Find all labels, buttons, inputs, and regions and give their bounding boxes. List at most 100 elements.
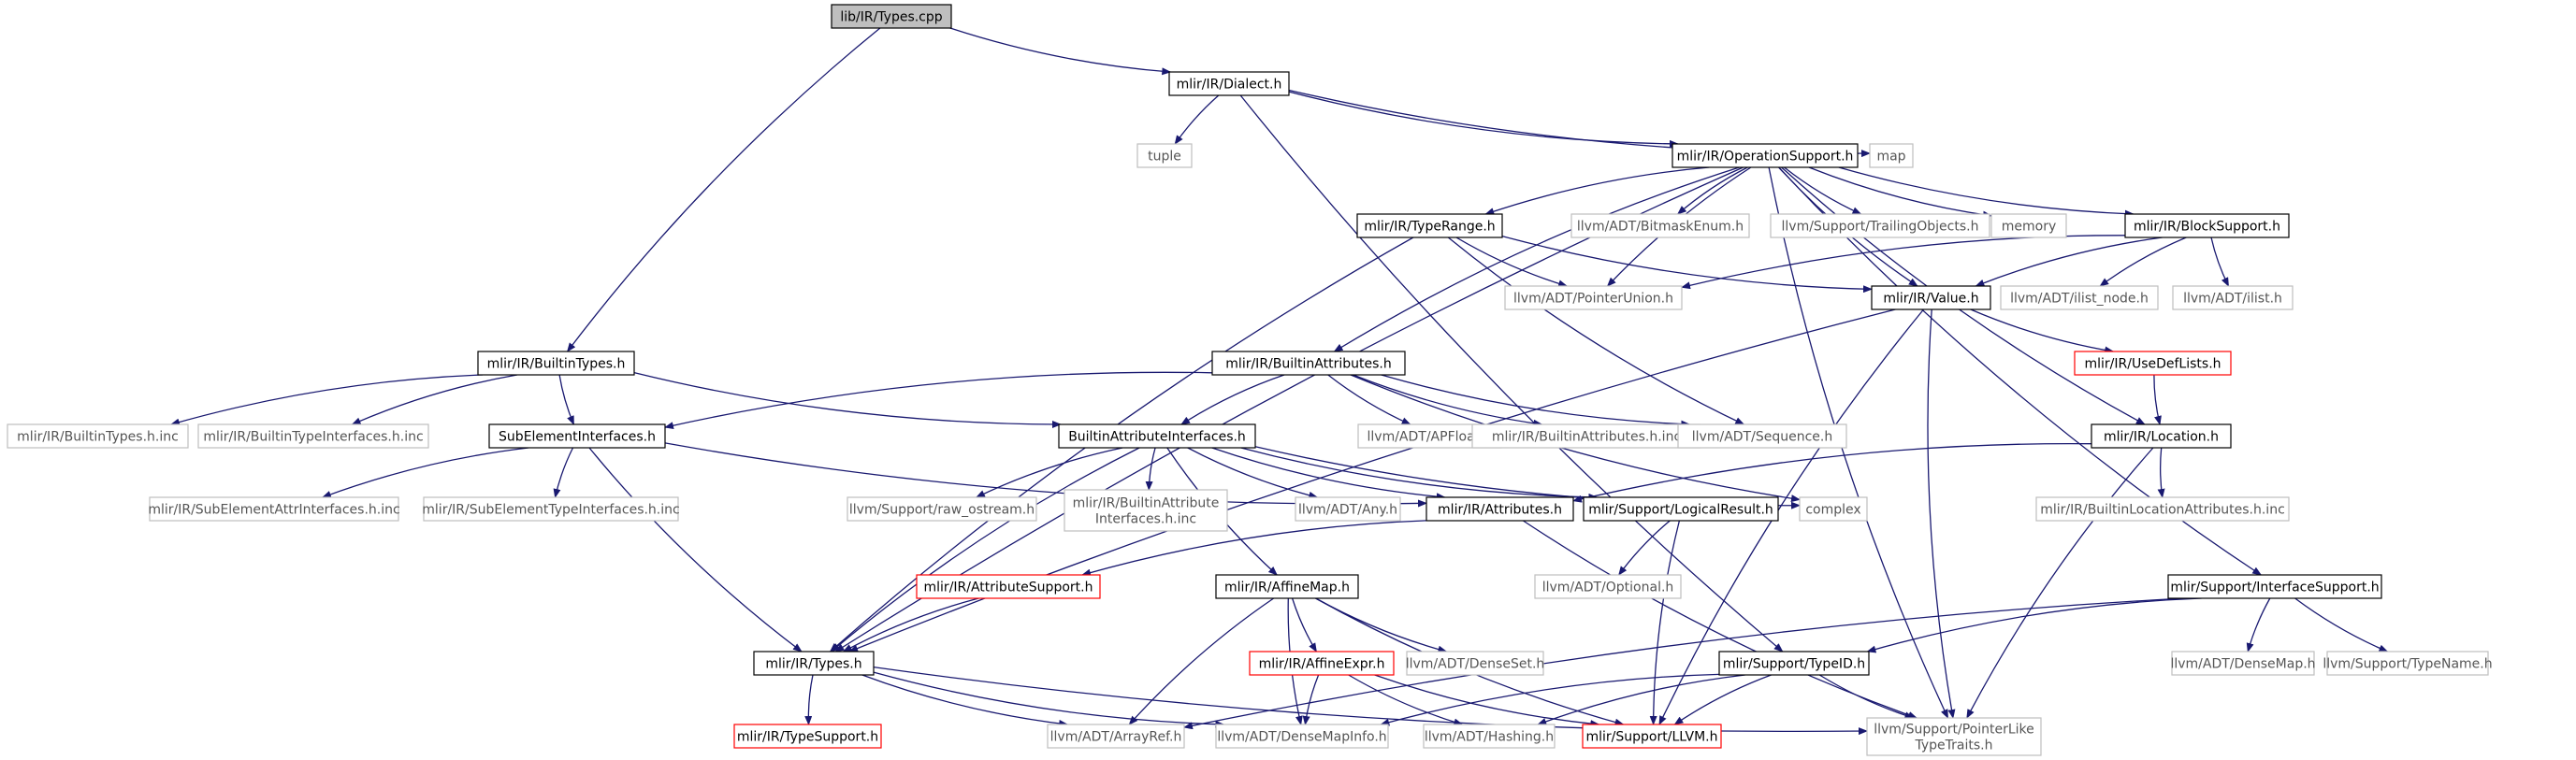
node-label: Interfaces.h.inc [1095, 512, 1196, 527]
node-logicalresult[interactable]: mlir/Support/LogicalResult.h [1583, 496, 1779, 522]
node-box [1582, 724, 1722, 749]
edge-builtinattributes-to-builtinattributeinterfaces [1180, 374, 1285, 425]
node-box [1799, 496, 1868, 522]
node-llvm_h[interactable]: mlir/Support/LLVM.h [1582, 724, 1722, 749]
node-subelementinterfaces[interactable]: SubElementInterfaces.h [488, 423, 666, 449]
node-box [1211, 351, 1406, 376]
node-label: mlir/IR/Types.h [765, 657, 861, 672]
node-builtinattributes[interactable]: mlir/IR/BuiltinAttributes.h [1211, 351, 1406, 376]
node-bitmaskenum: llvm/ADT/BitmaskEnum.h [1570, 213, 1750, 238]
node-box [1423, 724, 1556, 749]
node-builtinlocationattributes_inc: mlir/IR/BuiltinLocationAttributes.h.inc [2035, 496, 2290, 522]
node-box [2124, 213, 2290, 238]
edge-builtintypes-to-builtintypes_inc [170, 374, 484, 426]
node-location[interactable]: mlir/IR/Location.h [2091, 423, 2232, 449]
node-label: llvm/Support/PointerLike [1874, 723, 2034, 738]
node-box [1534, 574, 1682, 599]
node-box [1064, 489, 1228, 532]
node-interfacesupport[interactable]: mlir/Support/InterfaceSupport.h [2167, 574, 2382, 599]
node-box [847, 496, 1037, 522]
node-any: llvm/ADT/Any.h [1295, 496, 1401, 522]
node-box [1990, 213, 2067, 238]
node-typerange[interactable]: mlir/IR/TypeRange.h [1356, 213, 1503, 238]
edge-blocksupport-to-value [1975, 237, 2163, 287]
edge-subelementinterfaces-to-subelementtypeinterfaces_inc [553, 447, 574, 498]
node-denseset: llvm/ADT/DenseSet.h [1406, 651, 1544, 676]
node-box [1295, 496, 1401, 522]
node-box [2074, 351, 2232, 376]
edge-builtinattributes-to-apfloat [1327, 374, 1411, 425]
node-label: mlir/Support/InterfaceSupport.h [2170, 581, 2379, 595]
node-label: mlir/IR/AffineMap.h [1224, 581, 1350, 595]
node-builtinattributeinterfaces[interactable]: BuiltinAttributeInterfaces.h [1058, 423, 1256, 449]
node-builtintypes[interactable]: mlir/IR/BuiltinTypes.h [477, 351, 635, 376]
node-label: llvm/Support/TypeName.h [2323, 657, 2492, 672]
node-usedeflists[interactable]: mlir/IR/UseDefLists.h [2074, 351, 2232, 376]
edge-subelementinterfaces-to-subelementattrinterfaces_inc [321, 447, 529, 498]
edge-logicalresult-to-llvm_h [1649, 520, 1681, 725]
node-box [733, 724, 882, 749]
edge-typerange-to-sequence [1447, 237, 1745, 425]
edge-types_cpp-to-dialect [949, 27, 1172, 76]
edge-blocksupport-to-ilist [2210, 237, 2230, 287]
node-label: llvm/ADT/DenseMap.h [2170, 657, 2315, 672]
node-blocksupport[interactable]: mlir/IR/BlockSupport.h [2124, 213, 2290, 238]
edge-affineexpr-to-llvm_h [1374, 674, 1600, 728]
node-label: tuple [1148, 150, 1181, 165]
edge-types_h-to-typesupport [804, 674, 814, 725]
node-label: llvm/ADT/Hashing.h [1425, 730, 1554, 745]
node-affineexpr[interactable]: mlir/IR/AffineExpr.h [1249, 651, 1395, 676]
edge-opsupport-to-memory [1808, 166, 1992, 219]
node-label: mlir/Support/LogicalResult.h [1588, 503, 1773, 518]
edge-typerange-to-value [1501, 235, 1873, 294]
node-attributesupport[interactable]: mlir/IR/AttributeSupport.h [916, 574, 1101, 599]
node-box [1047, 724, 1185, 749]
node-attributes[interactable]: mlir/IR/Attributes.h [1425, 496, 1574, 522]
edge-attributes-to-pointerliketypetraits [1523, 520, 1918, 719]
node-opsupport[interactable]: mlir/IR/OperationSupport.h [1672, 143, 1859, 168]
node-box [477, 351, 635, 376]
node-box [1215, 724, 1389, 749]
node-types_h[interactable]: mlir/IR/Types.h [753, 651, 875, 676]
node-label: SubElementInterfaces.h [499, 430, 656, 445]
node-box [1058, 423, 1256, 449]
node-optional: llvm/ADT/Optional.h [1534, 574, 1682, 599]
node-affinemap[interactable]: mlir/IR/AffineMap.h [1215, 574, 1359, 599]
node-label: mlir/IR/BuiltinAttributes.h [1225, 357, 1391, 372]
node-layer: lib/IR/Types.cpp mlir/IR/Dialect.h tuple ml… [7, 4, 2493, 756]
edge-builtinattributeinterfaces-to-any [1187, 447, 1319, 499]
edge-types_h-to-densemapinfo [873, 671, 1225, 728]
node-types_cpp[interactable]: lib/IR/Types.cpp [831, 4, 952, 29]
node-box [2172, 285, 2294, 310]
edge-location-to-attributes [1572, 442, 2092, 503]
node-typeid[interactable]: mlir/Support/TypeID.h [1718, 651, 1870, 676]
edge-interfacesupport-to-arrayref [1183, 597, 2185, 730]
edge-builtintypes-to-subelementinterfaces [558, 374, 574, 425]
node-builtintypeinterfaces_inc: mlir/IR/BuiltinTypeInterfaces.h.inc [197, 423, 429, 449]
edge-layer [170, 27, 2389, 736]
node-complex: complex [1799, 496, 1868, 522]
edge-interfacesupport-to-typename [2294, 597, 2389, 652]
node-value[interactable]: mlir/IR/Value.h [1871, 285, 1991, 310]
edge-builtinattributeinterfaces-to-attributes [1211, 447, 1446, 501]
node-dialect[interactable]: mlir/IR/Dialect.h [1168, 71, 1290, 96]
node-label: TypeTraits.h [1915, 738, 1993, 753]
node-label: complex [1805, 503, 1860, 518]
node-map: map [1869, 143, 1914, 168]
node-label: llvm/ADT/BitmaskEnum.h [1577, 220, 1744, 235]
node-box [1215, 574, 1359, 599]
edge-builtinattributes-to-subelementinterfaces [664, 371, 1213, 430]
edge-opsupport-to-trailingobjects [1784, 166, 1862, 215]
edge-builtintypes-to-builtintypeinterfaces_inc [351, 374, 518, 425]
edge-typerange-to-pointerunion [1455, 237, 1569, 288]
node-label: mlir/IR/Location.h [2104, 430, 2219, 445]
node-densemapinfo: llvm/ADT/DenseMapInfo.h [1215, 724, 1389, 749]
node-tuple: tuple [1136, 143, 1193, 168]
node-sequence: llvm/ADT/Sequence.h [1677, 423, 1847, 449]
edge-subelementinterfaces-to-attributes [664, 442, 1427, 508]
edge-logicalresult-to-optional [1618, 520, 1671, 576]
node-typesupport[interactable]: mlir/IR/TypeSupport.h [733, 724, 882, 749]
edge-typeid-to-hashing [1537, 674, 1745, 725]
node-ilist: llvm/ADT/ilist.h [2172, 285, 2294, 310]
edge-builtinattributes-to-sequence [1381, 374, 1691, 428]
